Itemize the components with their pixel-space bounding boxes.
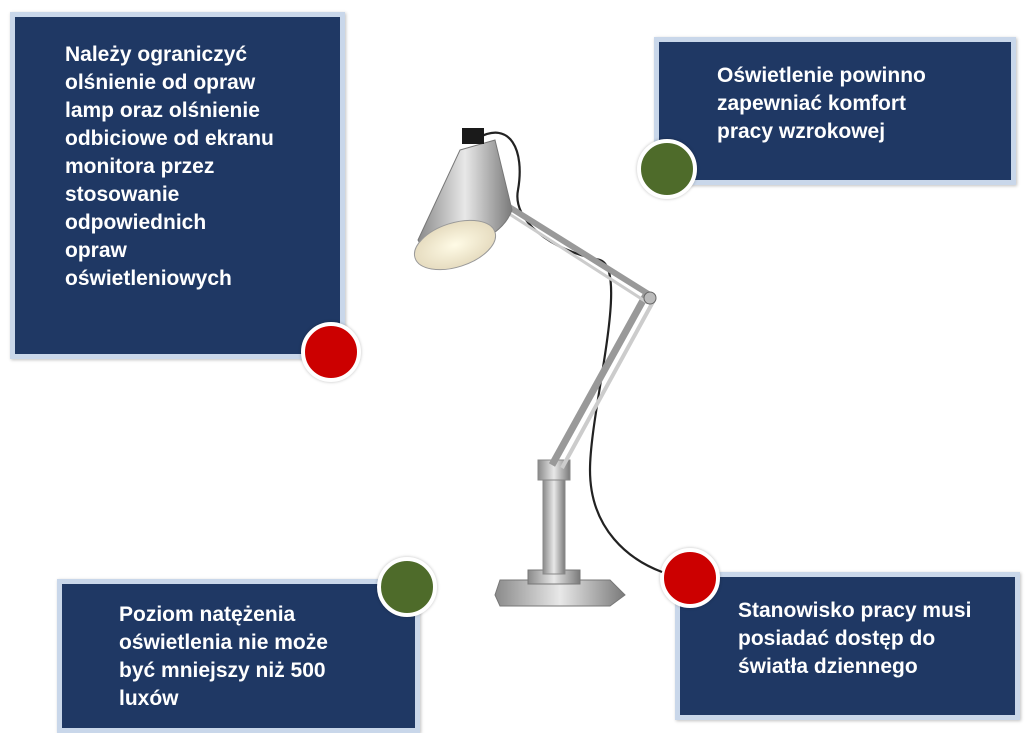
marker-green-dot (637, 139, 697, 199)
callout-visual-comfort: Oświetlenie powinno zapewniać komfort pr… (654, 37, 1016, 185)
callout-illuminance: Poziom natężenia oświetlenia nie może by… (57, 579, 420, 733)
desk-lamp-image (413, 128, 663, 607)
callout-daylight: Stanowisko pracy musi posiadać dostęp do… (675, 572, 1020, 720)
marker-red-dot (660, 548, 720, 608)
marker-green-dot (377, 557, 437, 617)
callout-visual-comfort-text: Oświetlenie powinno zapewniać komfort pr… (717, 64, 926, 143)
callout-glare: Należy ograniczyć olśnienie od opraw lam… (10, 12, 345, 359)
marker-red-dot (301, 322, 361, 382)
callout-daylight-text: Stanowisko pracy musi posiadać dostęp do… (738, 599, 972, 678)
callout-glare-text: Należy ograniczyć olśnienie od opraw lam… (65, 43, 274, 290)
callout-illuminance-text: Poziom natężenia oświetlenia nie może by… (119, 603, 328, 710)
